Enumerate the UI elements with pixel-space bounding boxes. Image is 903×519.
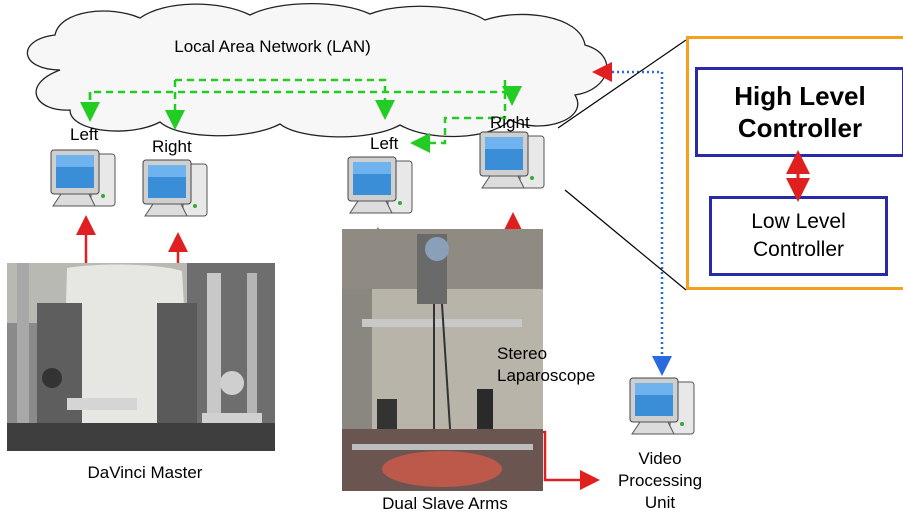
low-level-controller: Low Level Controller — [709, 196, 888, 276]
high-level-controller: High Level Controller — [695, 67, 903, 157]
dual-slave-arms-label: Dual Slave Arms — [382, 494, 508, 513]
computer-icon — [472, 130, 552, 200]
video-processing-label: Video Processing Unit — [617, 449, 703, 512]
master-right-label: Right — [152, 137, 192, 156]
video-link — [592, 62, 672, 376]
computer-icon — [43, 148, 123, 218]
computer-icon — [340, 155, 420, 225]
lan-label: Local Area Network (LAN) — [174, 37, 371, 56]
dual-slave-arms-photo — [342, 229, 543, 491]
high-level-controller-label: High Level Controller — [734, 81, 866, 143]
davinci-master-photo — [7, 263, 275, 451]
computer-icon — [135, 158, 215, 228]
stereo-laparoscope-label: Stereo Laparoscope — [497, 344, 596, 385]
zoom-lines — [557, 39, 687, 291]
master-left-label: Left — [70, 125, 99, 144]
davinci-master-label: DaVinci Master — [87, 463, 203, 482]
computer-icon — [622, 376, 702, 446]
lan-links — [80, 78, 522, 153]
low-level-controller-label: Low Level Controller — [751, 210, 846, 261]
slave-right-label: Right — [490, 113, 530, 132]
slave-left-label: Left — [370, 134, 399, 153]
